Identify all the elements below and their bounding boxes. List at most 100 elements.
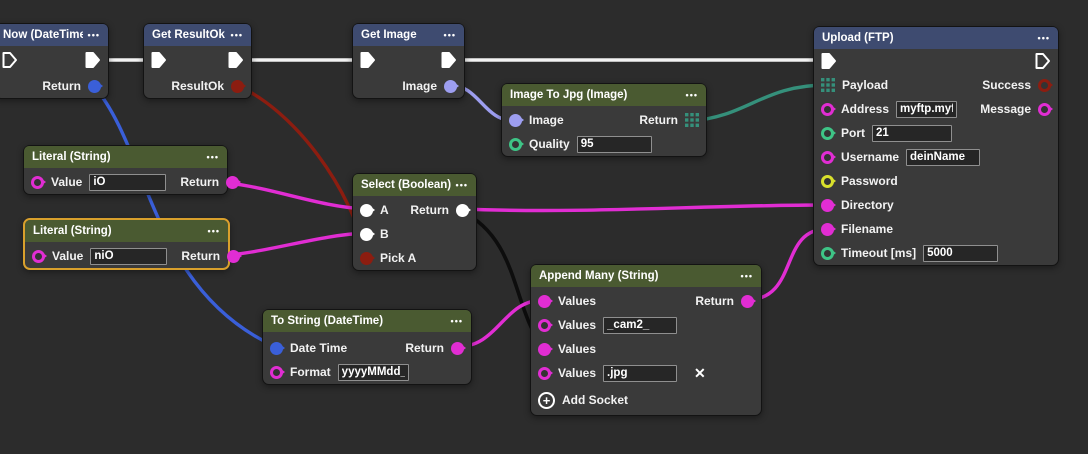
add-socket-label: Add Socket [562,393,629,407]
socket-success-output[interactable] [1038,78,1053,92]
node-header[interactable]: Select (Boolean) ••• [353,174,476,196]
exec-out-pin[interactable] [441,51,457,69]
node-menu-icon[interactable]: ••• [685,90,698,100]
socket-image-output[interactable] [444,79,459,93]
value-field[interactable] [90,247,168,265]
node-header[interactable]: Image To Jpg (Image) ••• [502,84,706,106]
format-field[interactable] [337,363,409,381]
port-field[interactable] [872,124,952,142]
socket-datetime-input[interactable] [270,341,285,355]
wire-resultok-select-picka[interactable] [234,83,368,258]
socket-values1-input[interactable] [538,294,553,308]
node-get-image[interactable]: Get Image ••• Image [352,23,465,99]
socket-password-input[interactable] [821,174,836,188]
input-label-value: Value [51,175,83,189]
node-get-resultok[interactable]: Get ResultOk ••• ResultOk [143,23,252,99]
exec-in-pin[interactable] [2,51,18,69]
node-menu-icon[interactable]: ••• [455,180,468,190]
socket-pick-a-input[interactable] [360,251,375,265]
node-title: To String (DateTime) [271,315,384,327]
node-header[interactable]: Now (DateTime) ••• [0,24,108,46]
socket-directory-input[interactable] [821,198,836,212]
values2-field[interactable] [603,316,678,334]
exec-in-pin[interactable] [821,52,837,70]
node-menu-icon[interactable]: ••• [450,316,463,326]
wire-imagetojpg-return-upload-payload[interactable] [688,83,829,123]
socket-username-input[interactable] [821,150,836,164]
node-upload-ftp[interactable]: Upload (FTP) ••• Payload Success Address… [813,26,1059,266]
socket-address-input[interactable] [821,102,836,116]
quality-field[interactable] [576,135,652,153]
node-image-to-jpg[interactable]: Image To Jpg (Image) ••• Image Return Qu… [501,83,707,157]
wire-appendmany-return-upload-filename[interactable] [744,227,829,302]
exec-in-pin[interactable] [151,51,167,69]
node-literal-string-1[interactable]: Literal (String) ••• Value Return [23,145,242,195]
socket-format-input[interactable] [270,365,285,379]
exec-in-pin[interactable] [360,51,376,69]
node-menu-icon[interactable]: ••• [443,30,456,40]
input-label-values1: Values [558,294,597,308]
node-header[interactable]: To String (DateTime) ••• [263,310,471,332]
socket-b-input[interactable] [360,227,375,241]
node-menu-icon[interactable]: ••• [1037,33,1050,43]
node-append-many-string[interactable]: Append Many (String) ••• Values Return V… [530,264,762,416]
socket-return-output[interactable] [226,175,242,189]
node-header[interactable]: Literal (String) ••• [24,146,227,168]
socket-return-output[interactable] [88,79,103,93]
username-field[interactable] [906,148,981,166]
add-socket-button[interactable]: + Add Socket [531,385,761,415]
socket-return-output[interactable] [451,341,466,355]
node-to-string-datetime[interactable]: To String (DateTime) ••• Date Time Retur… [262,309,472,385]
socket-values4-input[interactable] [538,366,553,380]
socket-timeout-input[interactable] [821,246,836,260]
node-header[interactable]: Literal (String) ••• [25,220,228,242]
input-label-b: B [380,227,389,241]
remove-socket-icon[interactable]: ✕ [694,365,706,381]
wire-select-return-upload-directory[interactable] [459,203,829,213]
node-select-boolean[interactable]: Select (Boolean) ••• A Return B Pick A [352,173,477,271]
grid-socket-return-output[interactable] [685,113,699,127]
socket-message-output[interactable] [1038,102,1053,116]
exec-out-pin[interactable] [1035,52,1051,70]
node-header[interactable]: Get Image ••• [353,24,464,46]
socket-return-output[interactable] [456,203,471,217]
node-now-datetime[interactable]: Now (DateTime) ••• Return [0,23,109,99]
node-menu-icon[interactable]: ••• [230,30,243,40]
socket-filename-input[interactable] [821,222,836,236]
values4-field[interactable] [603,364,678,382]
address-field[interactable] [896,100,958,118]
node-menu-icon[interactable]: ••• [207,226,220,236]
output-label-resultok: ResultOk [171,79,224,93]
socket-a-input[interactable] [360,203,375,217]
node-title: Get ResultOk [152,29,225,41]
socket-values2-input[interactable] [538,318,553,332]
node-header[interactable]: Upload (FTP) ••• [814,27,1058,49]
socket-resultok-output[interactable] [231,79,246,93]
wire-now-return-tostring-datetime[interactable] [91,83,278,349]
socket-image-input[interactable] [509,113,524,127]
exec-out-pin[interactable] [85,51,101,69]
grid-socket-payload-input[interactable] [821,78,835,92]
socket-return-output[interactable] [741,294,756,308]
node-menu-icon[interactable]: ••• [87,30,100,40]
value-field[interactable] [89,173,167,191]
input-label-address: Address [841,102,890,116]
socket-values3-input[interactable] [538,342,553,356]
node-title: Select (Boolean) [361,179,451,191]
exec-out-pin[interactable] [228,51,244,69]
output-label-success: Success [982,78,1031,92]
node-menu-icon[interactable]: ••• [206,152,219,162]
node-header[interactable]: Get ResultOk ••• [144,24,251,46]
node-title: Literal (String) [32,151,111,163]
socket-value-input[interactable] [31,175,46,189]
timeout-field[interactable] [923,244,999,262]
node-menu-icon[interactable]: ••• [740,271,753,281]
node-header[interactable]: Append Many (String) ••• [531,265,761,287]
socket-port-input[interactable] [821,126,836,140]
socket-return-output[interactable] [227,249,243,263]
output-label-return: Return [695,294,734,308]
node-literal-string-2[interactable]: Literal (String) ••• Value Return [23,218,243,270]
socket-value-input[interactable] [32,249,47,263]
socket-quality-input[interactable] [509,137,524,151]
